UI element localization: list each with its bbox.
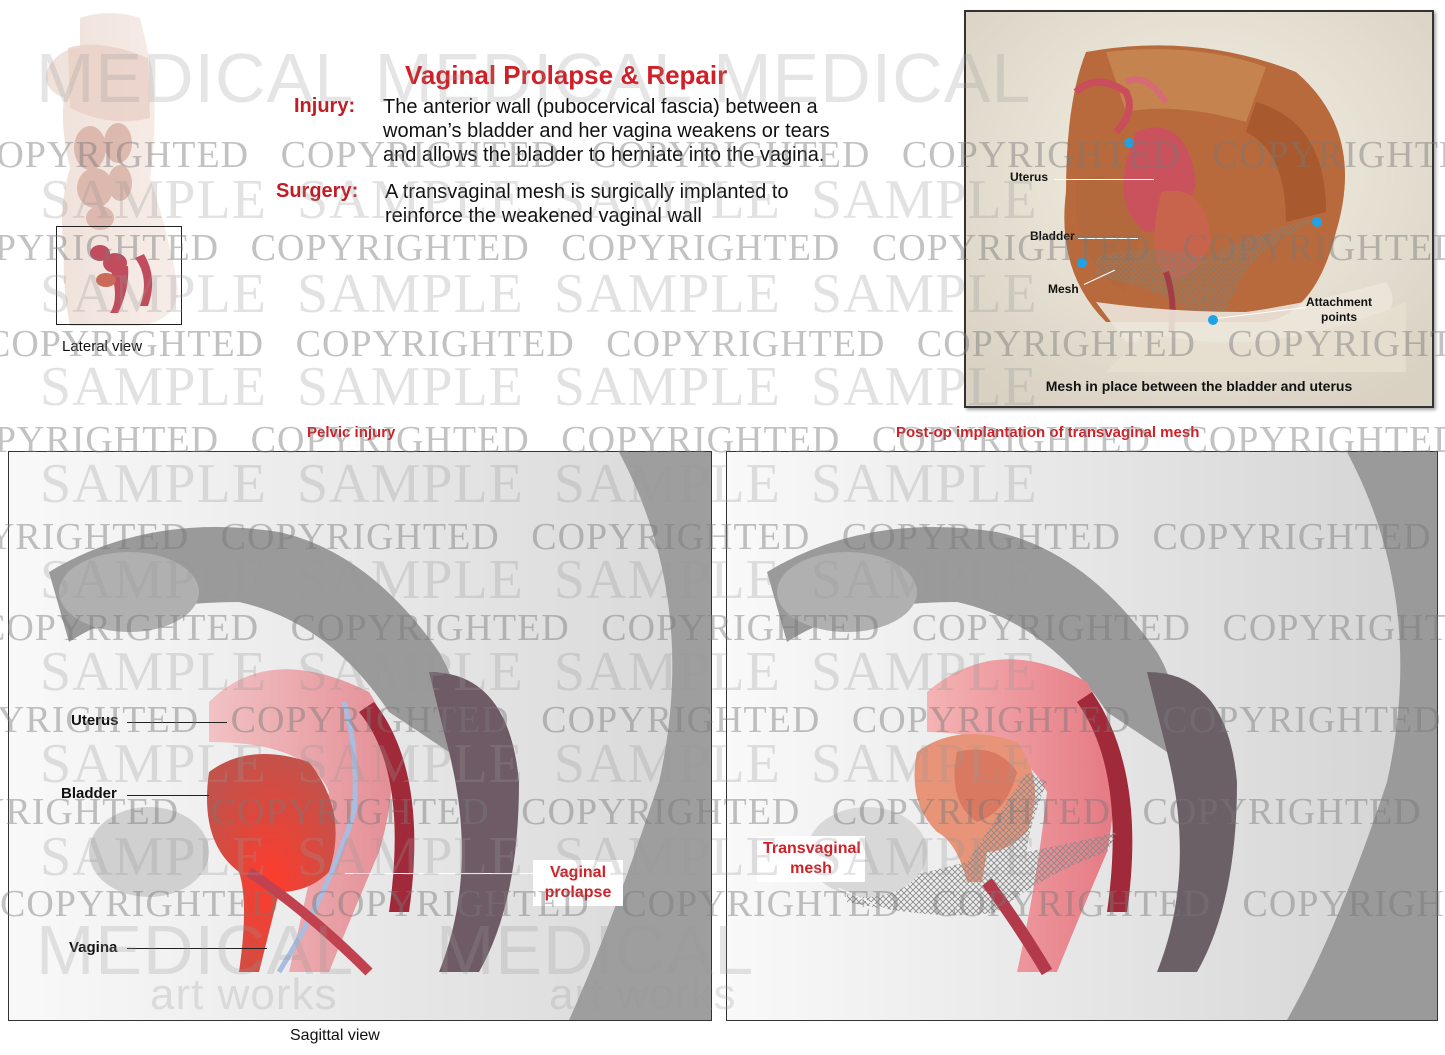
- lateral-zoom-region-box: [56, 226, 182, 325]
- surgery-line: A transvaginal mesh is surgically implan…: [385, 181, 789, 203]
- injury-text: The anterior wall (pubocervical fascia) …: [383, 95, 830, 167]
- attachment-label-line: points: [1321, 310, 1357, 324]
- leader-vagina: [127, 948, 267, 949]
- post-op-sagittal-drawing: [727, 452, 1437, 1020]
- sagittal-view-caption: Sagittal view: [290, 1027, 380, 1044]
- pelvic-injury-sagittal-drawing: [9, 452, 711, 1020]
- pelvic-injury-panel: Uterus Bladder Vagina Vaginal prolapse: [8, 451, 712, 1021]
- lateral-view-caption: Lateral view: [62, 338, 143, 355]
- mesh-inset-illustration: Uterus Bladder Mesh Attachment points Me…: [964, 10, 1434, 408]
- injury-label: Injury:: [294, 95, 356, 117]
- callout-line: Vaginal: [549, 864, 607, 881]
- inset-leader-bladder: [1078, 238, 1138, 239]
- transvaginal-mesh-callout: Transvaginal mesh: [757, 836, 865, 882]
- right-panel-title: Post-op implantation of transvaginal mes…: [896, 424, 1200, 441]
- leader-uterus: [127, 722, 227, 723]
- inset-leader-uterus: [1054, 179, 1154, 180]
- callout-line: mesh: [790, 860, 832, 877]
- attachment-point-dot: [1124, 138, 1134, 148]
- surgery-text: A transvaginal mesh is surgically implan…: [385, 180, 789, 228]
- inset-label-bladder: Bladder: [1030, 229, 1075, 243]
- inset-label-mesh: Mesh: [1048, 282, 1079, 296]
- leader-vaginal-prolapse: [345, 873, 535, 874]
- injury-line: woman’s bladder and her vagina weakens o…: [383, 120, 830, 142]
- attachment-point-dot: [1312, 217, 1322, 227]
- attachment-point-dot: [1077, 258, 1087, 268]
- label-vagina: Vagina: [69, 939, 118, 956]
- vaginal-prolapse-callout: Vaginal prolapse: [533, 860, 623, 906]
- post-op-mesh-panel: Transvaginal mesh: [726, 451, 1438, 1021]
- surgery-line: reinforce the weakened vaginal wall: [385, 205, 702, 227]
- attachment-label-line: Attachment: [1306, 295, 1373, 309]
- page-title: Vaginal Prolapse & Repair: [405, 60, 728, 90]
- inset-label-attachment-points: Attachment points: [1306, 295, 1372, 325]
- pelvic-floor-mesh-drawing: [966, 12, 1432, 406]
- surgery-label: Surgery:: [276, 180, 359, 202]
- lateral-body-illustration: [46, 13, 178, 326]
- callout-line: Transvaginal: [763, 840, 861, 857]
- left-panel-title: Pelvic injury: [307, 424, 396, 441]
- watermark-row: SAMPLE SAMPLE SAMPLE SAMPLE: [40, 356, 1038, 418]
- attachment-point-dot: [1208, 315, 1218, 325]
- leader-bladder: [127, 795, 209, 796]
- label-uterus: Uterus: [71, 712, 119, 729]
- label-bladder: Bladder: [61, 785, 117, 802]
- inset-caption: Mesh in place between the bladder and ut…: [1045, 378, 1353, 394]
- injury-line: The anterior wall (pubocervical fascia) …: [383, 96, 818, 118]
- callout-line: prolapse: [544, 884, 612, 901]
- inset-label-uterus: Uterus: [1010, 170, 1049, 184]
- injury-line: and allows the bladder to herniate into …: [383, 144, 825, 166]
